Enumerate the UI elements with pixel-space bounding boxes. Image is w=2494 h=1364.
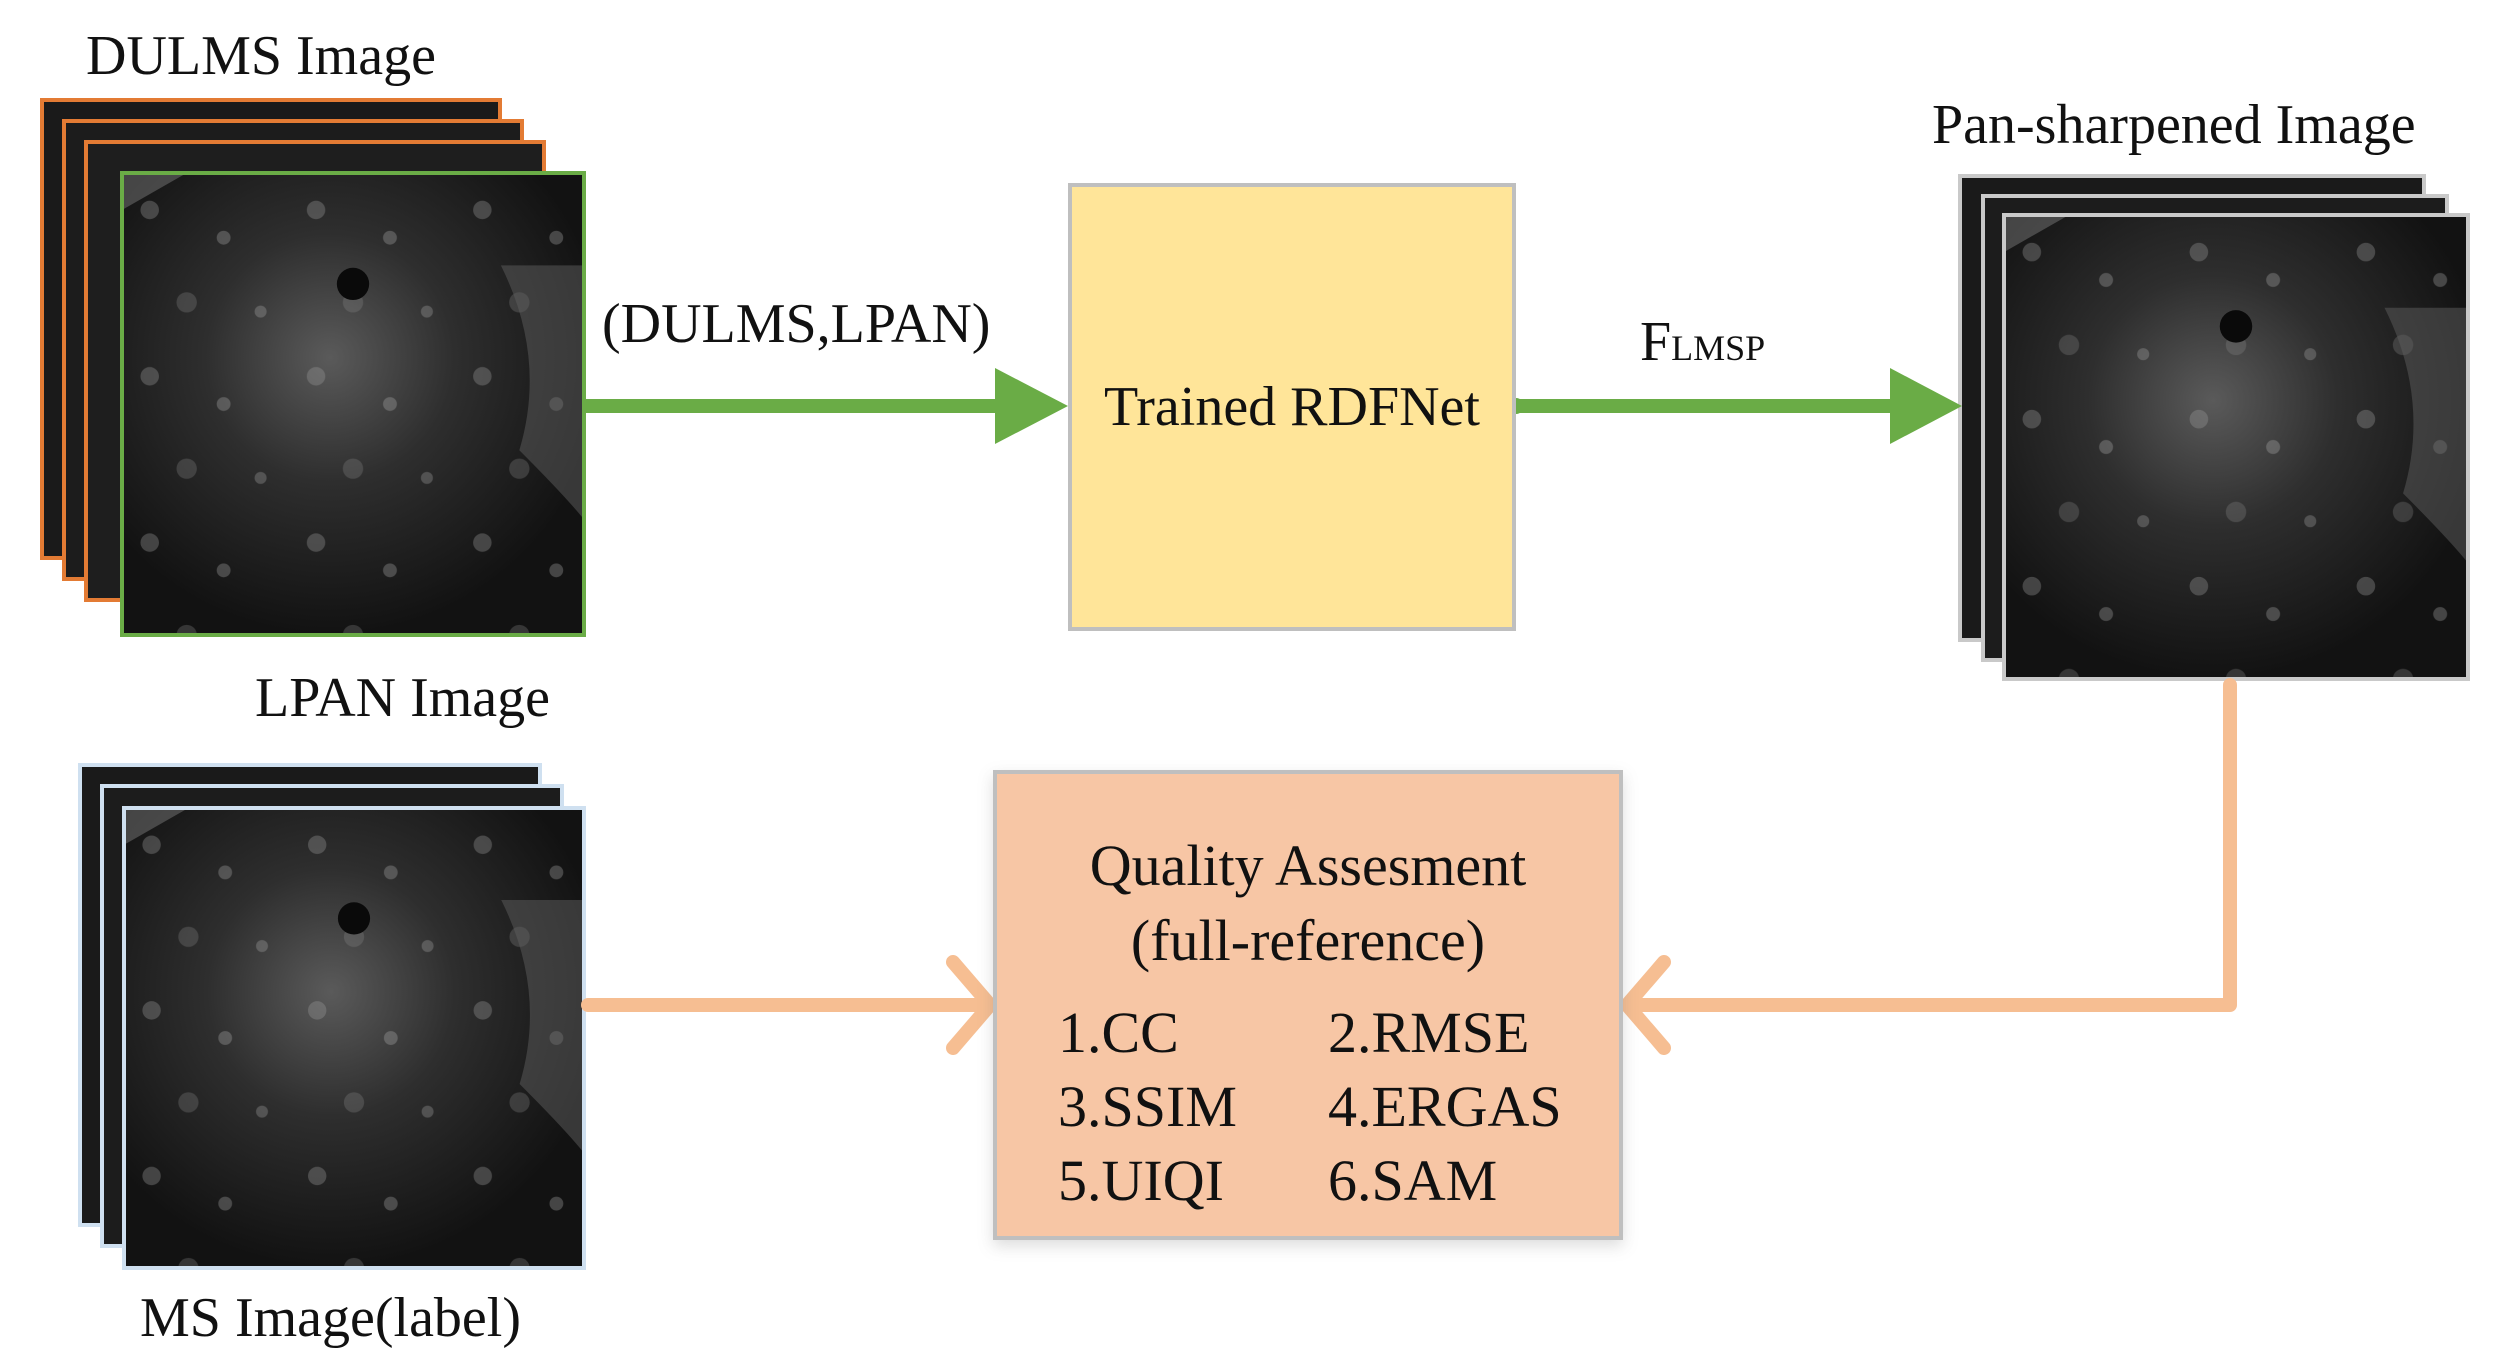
- quality-subtitle: (full-reference): [1130, 908, 1486, 974]
- quality-title: Quality Assesment: [1089, 833, 1527, 898]
- metric-ssim: 3.SSIM: [1058, 1073, 1237, 1139]
- trained-rdfnet-box: Trained RDFNet: [1068, 183, 1516, 631]
- pan-sharpened-image: [2002, 213, 2470, 681]
- metric-ergas: 4.ERGAS: [1328, 1073, 1562, 1139]
- output-label-subscript: LMSP: [1671, 328, 1766, 368]
- ms-image: [122, 806, 586, 1270]
- pan-sharpened-image-stack: [1958, 174, 2470, 681]
- output-label: FLMSP: [1640, 314, 1765, 370]
- quality-assessment-box: Quality Assesment (full-reference) 1.CC …: [993, 770, 1623, 1240]
- ms-image-stack: [78, 763, 586, 1270]
- reference-arrow: [581, 955, 997, 1055]
- metric-cc: 1.CC: [1058, 999, 1179, 1065]
- lpan-image-label: LPAN Image: [255, 667, 551, 729]
- metric-sam: 6.SAM: [1328, 1147, 1498, 1213]
- output-arrow: [1508, 368, 1962, 444]
- metric-uiqi: 5.UIQI: [1058, 1147, 1224, 1213]
- input-arrow: [586, 368, 1068, 444]
- quality-metrics: 1.CC 2.RMSE 3.SSIM 4.ERGAS 5.UIQI 6.SAM: [1058, 999, 1598, 1213]
- dulms-image-stack: [40, 98, 586, 637]
- rdfnet-label: Trained RDFNet: [1104, 376, 1480, 438]
- pan-sharpened-image-label: Pan-sharpened Image: [1932, 94, 2416, 156]
- output-label-main: F: [1640, 311, 1672, 373]
- ms-image-label: MS Image(label): [140, 1287, 521, 1349]
- dulms-image-label: DULMS Image: [86, 25, 436, 87]
- metric-rmse: 2.RMSE: [1328, 999, 1530, 1065]
- input-pair-label: (DULMS,LPAN): [602, 293, 991, 355]
- lpan-image: [120, 171, 586, 637]
- evaluation-arrow: [1620, 678, 2237, 1055]
